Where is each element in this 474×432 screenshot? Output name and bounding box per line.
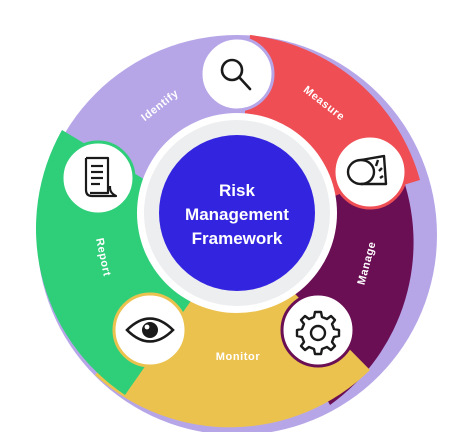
document-icon xyxy=(84,156,118,198)
magnifier-icon xyxy=(220,58,252,91)
eye-icon xyxy=(125,317,175,343)
measuring-tape-icon xyxy=(346,154,388,186)
identify-icon-badge xyxy=(199,36,275,112)
center-title-line3: Framework xyxy=(192,229,283,248)
measure-icon-badge xyxy=(332,134,408,210)
manage-icon-badge xyxy=(280,292,356,368)
monitor-icon-badge xyxy=(112,292,188,368)
center-circle xyxy=(159,135,315,291)
gear-icon xyxy=(295,310,341,356)
segment-label-monitor: Monitor xyxy=(216,351,261,363)
center-title-line2: Management xyxy=(185,205,289,224)
report-icon-badge xyxy=(60,140,136,216)
segment-monitor xyxy=(95,235,370,428)
center-title-line1: Risk xyxy=(219,181,255,200)
